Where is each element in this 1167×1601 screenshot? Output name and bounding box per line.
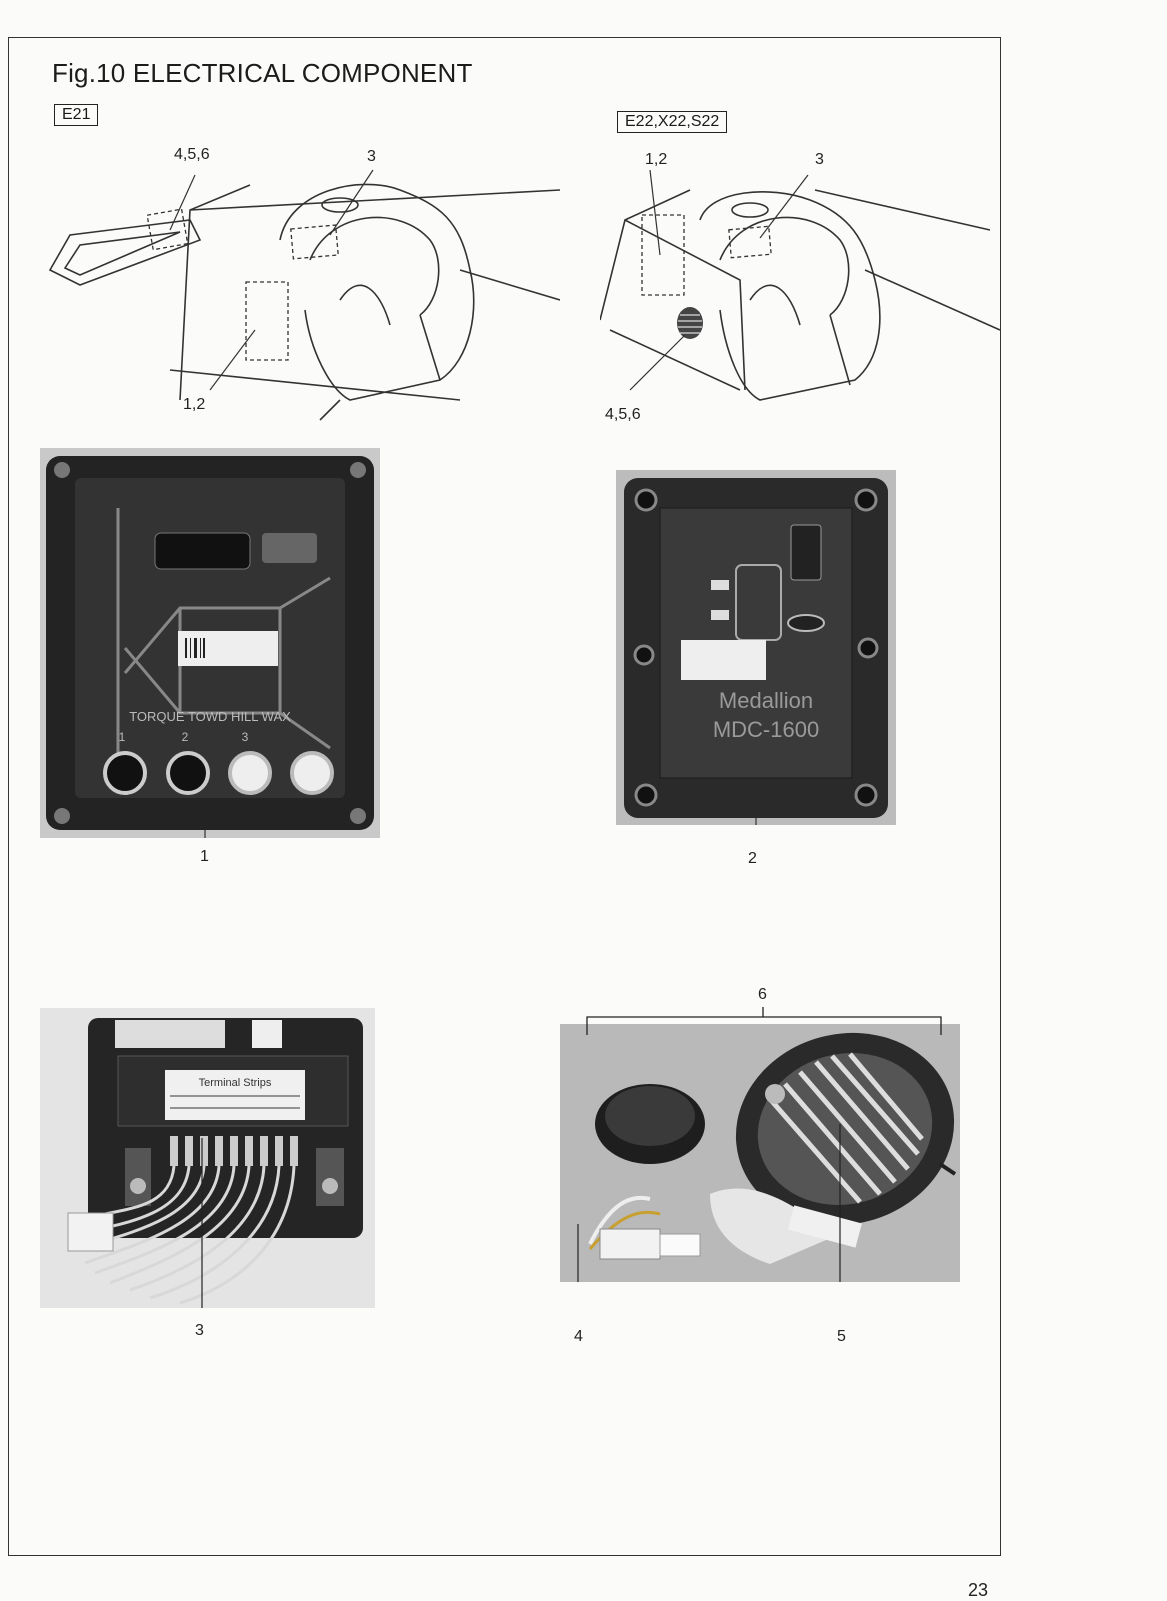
- left-location-diagram: [48, 169, 560, 421]
- model-box-e22: E22,X22,S22: [617, 111, 728, 133]
- callout-6: 6: [758, 986, 767, 1003]
- left-callout-solenoid: 3: [367, 148, 376, 165]
- controller-markings: TORQUE TOWD HILL WAX: [129, 709, 291, 724]
- callout-4: 4: [574, 1328, 583, 1345]
- right-location-diagram: [600, 169, 1000, 401]
- right-callout-controller: 1,2: [645, 151, 668, 168]
- right-callout-horn: 4,5,6: [605, 406, 641, 423]
- solenoid-photo: Terminal Strips: [40, 1008, 375, 1308]
- left-callout-horn: 4,5,6: [174, 146, 210, 163]
- horn-photo: [560, 1024, 960, 1282]
- callout-3: 3: [195, 1322, 204, 1339]
- controller-photo-1: TORQUE TOWD HILL WAX 1 2 3: [40, 448, 380, 838]
- right-callout-solenoid: 3: [815, 151, 824, 168]
- page-title: Fig.10 ELECTRICAL COMPONENT: [52, 58, 473, 88]
- port-label-1: 1: [119, 730, 126, 744]
- horn-group-bracket: [586, 1007, 942, 1035]
- medallion-model: MDC-1600: [713, 717, 819, 742]
- model-box-e21: E21: [54, 104, 99, 126]
- controller-photo-2: Medallion MDC-1600: [616, 470, 896, 825]
- terminal-strips-label: Terminal Strips: [199, 1077, 272, 1089]
- callout-5: 5: [837, 1328, 846, 1345]
- callout-1: 1: [200, 848, 209, 865]
- medallion-brand: Medallion: [719, 688, 813, 713]
- port-label-3: 3: [242, 730, 249, 744]
- port-label-2: 2: [182, 730, 189, 744]
- left-callout-controller: 1,2: [183, 396, 206, 413]
- page-frame: [8, 37, 1001, 1556]
- callout-2: 2: [748, 850, 757, 867]
